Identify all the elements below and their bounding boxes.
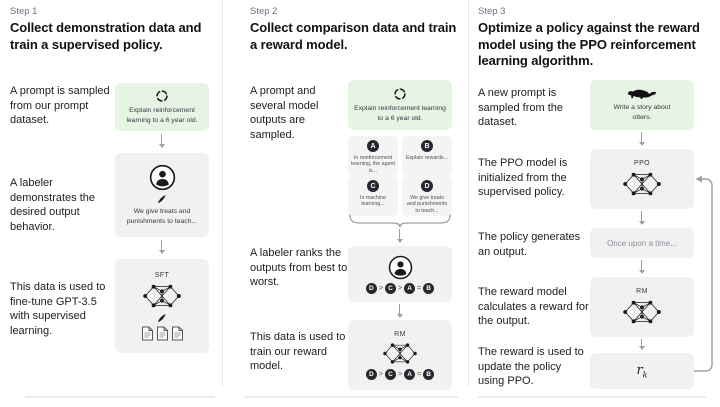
column-divider (222, 0, 223, 386)
step3-caption-update: The reward is used to update the policy … (478, 346, 584, 388)
step2-rm-box: RM D > C > A = B (348, 320, 452, 390)
labeler-person-icon (149, 164, 176, 191)
step2-labeler-box: D > C > A = B (348, 246, 452, 302)
rank-badge: D (365, 368, 377, 380)
step2-heading: Collect comparison data and train a rewa… (250, 20, 457, 52)
sample-refresh-icon (393, 87, 407, 101)
down-arrow-icon (157, 240, 166, 254)
rank-separator: > (378, 284, 383, 292)
step1-caption-labeler: A labeler demonstrates the desired outpu… (10, 177, 95, 233)
neural-network-icon (382, 341, 418, 366)
down-arrow-icon (637, 339, 646, 350)
bottom-rule (25, 396, 215, 398)
ranking-sequence: D > C > A = B (365, 368, 435, 380)
rank-badge: A (404, 282, 416, 294)
option-letter-badge: B (421, 140, 433, 152)
ppo-loop-arrow-icon (694, 168, 718, 380)
rank-separator: > (378, 370, 383, 378)
policy-output-text: Once upon a time... (607, 238, 677, 248)
step3-prompt-box: Write a story about otters. (590, 80, 694, 130)
rank-separator: = (417, 370, 422, 378)
down-arrow-icon (637, 132, 646, 146)
step3-caption-output: The policy generates an output. (478, 231, 581, 258)
step3-caption-prompt: A new prompt is sampled from the dataset… (478, 87, 563, 129)
column-divider (468, 0, 469, 386)
step1-sft-box: SFT (115, 259, 209, 353)
rank-badge: B (423, 368, 435, 380)
rank-badge: A (404, 368, 416, 380)
step1-prompt-box: Explain reinforcement learning to a 6 ye… (115, 83, 209, 131)
rm-label: RM (636, 288, 648, 295)
step3-ppo-box: PPO (590, 149, 694, 209)
step2-caption-prompt: A prompt and several model outputs are s… (250, 85, 319, 141)
neural-network-icon (622, 298, 662, 326)
down-arrow-icon (637, 211, 646, 225)
step1-labeler-text: We give treats and punishments to teach.… (126, 207, 198, 225)
rank-badge: C (384, 368, 396, 380)
step1-caption-prompt: A prompt is sampled from our prompt data… (10, 85, 110, 127)
neural-network-icon (142, 282, 182, 310)
bottom-rule (244, 396, 458, 398)
output-option-d: D We give treats and punishments to teac… (402, 176, 452, 216)
step3-heading: Optimize a policy against the reward mod… (478, 20, 700, 69)
output-option-a: A In reinforcement learning, the agent i… (348, 136, 398, 176)
step1-heading: Collect demonstration data and train a s… (10, 20, 202, 52)
step2-prompt-box: Explain reinforcement learning to a 6 ye… (348, 80, 452, 130)
option-text: We give treats and punishments to teach.… (406, 194, 448, 215)
curly-brace-icon (348, 214, 452, 228)
step3-caption-reward-calc: The reward model calculates a reward for… (478, 286, 589, 328)
rank-separator: > (397, 284, 403, 292)
rm-label: RM (394, 330, 406, 338)
down-arrow-icon (157, 134, 166, 148)
step2-caption-ranking: A labeler ranks the outputs from best to… (250, 247, 348, 289)
pencil-icon (157, 313, 167, 323)
step3-output-box: Once upon a time... (590, 228, 694, 258)
output-option-c: C In machine learning... (348, 176, 398, 216)
option-text: In machine learning... (360, 194, 386, 208)
sample-refresh-icon (155, 89, 169, 103)
rank-badge: B (423, 282, 435, 294)
down-arrow-icon (395, 304, 404, 318)
step3-prompt-text: Write a story about otters. (613, 104, 671, 121)
step2-prompt-text: Explain reinforcement learning to a 6 ye… (354, 104, 446, 122)
reward-symbol: rk (636, 362, 648, 380)
option-text: Explain rewards... (405, 154, 449, 161)
step1-caption-finetune: This data is used to fine-tune GPT-3.5 w… (10, 281, 106, 337)
rank-badge: C (384, 282, 396, 294)
step2-label: Step 2 (250, 6, 278, 17)
labeler-person-icon (388, 255, 413, 280)
rank-separator: = (417, 284, 422, 292)
down-arrow-icon (637, 260, 646, 274)
sft-label: SFT (154, 271, 170, 279)
pencil-icon (157, 194, 167, 204)
step1-label: Step 1 (10, 6, 38, 17)
neural-network-icon (622, 170, 662, 198)
step3-rm-box: RM (590, 277, 694, 337)
option-letter-badge: A (367, 140, 379, 152)
step1-prompt-text: Explain reinforcement learning to a 6 ye… (126, 106, 198, 124)
down-arrow-icon (395, 229, 404, 243)
option-letter-badge: C (367, 180, 379, 192)
ranking-sequence: D > C > A = B (365, 282, 435, 294)
otter-icon (626, 87, 658, 100)
step3-caption-ppo-init: The PPO model is initialized from the su… (478, 157, 568, 199)
bottom-rule (478, 396, 706, 398)
documents-icon (141, 326, 184, 341)
step3-reward-box: rk (590, 353, 694, 389)
ppo-label: PPO (634, 160, 650, 167)
option-text: In reinforcement learning, the agent is.… (351, 154, 395, 175)
step3-label: Step 3 (478, 6, 506, 17)
option-letter-badge: D (421, 180, 433, 192)
step1-labeler-box: We give treats and punishments to teach.… (115, 153, 209, 237)
output-option-b: B Explain rewards... (402, 136, 452, 176)
rank-separator: > (397, 370, 403, 378)
rank-badge: D (365, 282, 377, 294)
step2-caption-train-rm: This data is used to train our reward mo… (250, 331, 346, 373)
